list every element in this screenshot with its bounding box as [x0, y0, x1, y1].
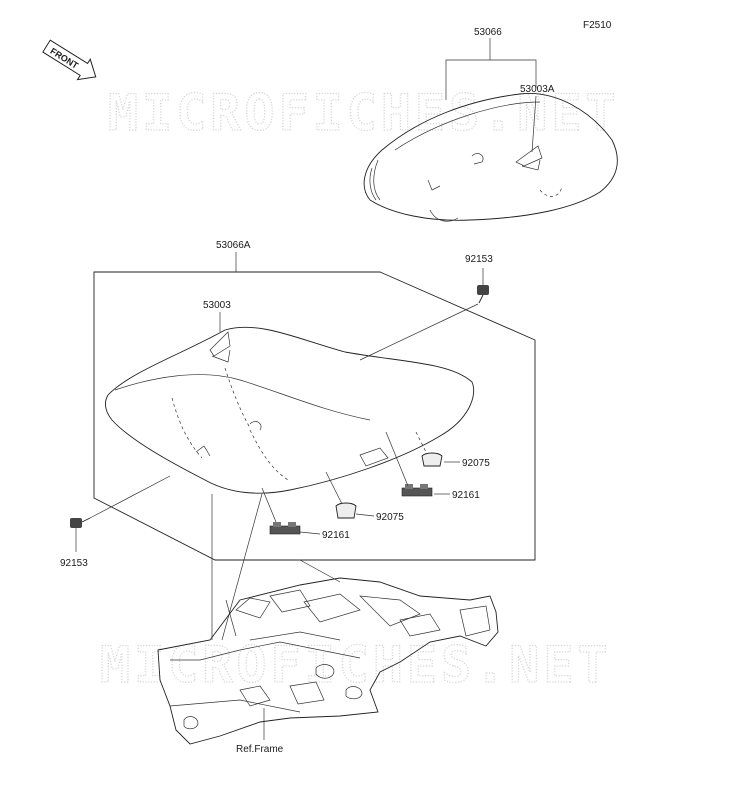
seat-cover-drawing [363, 93, 618, 222]
mount-line-3 [299, 559, 341, 583]
leader-92161-low [299, 531, 321, 535]
bolt-92153-left [70, 517, 91, 528]
part-label-92075-right: 92075 [462, 458, 490, 469]
leader-bolt-to-seat-top [359, 303, 479, 361]
part-label-92153-top: 92153 [465, 254, 493, 265]
part-label-92161-right: 92161 [452, 490, 480, 501]
part-label-53003: 53003 [203, 300, 231, 311]
part-label-53066a: 53066A [216, 240, 251, 251]
line-92161-low [261, 487, 277, 523]
damper-92075-mid [335, 502, 357, 519]
assembly-outline-53066a [93, 271, 536, 561]
dash-92075-right [415, 431, 427, 453]
part-label-53066: 53066 [474, 27, 502, 38]
leader-bolt-to-seat-left [89, 475, 171, 519]
leader-92075-mid [355, 513, 375, 517]
part-label-92075-mid: 92075 [376, 512, 404, 523]
clip-92161-low [269, 522, 301, 535]
watermark-bottom: MICROFICHES.NET [100, 636, 612, 694]
frame-drawing [157, 577, 499, 745]
figure-code: F2510 [583, 20, 612, 31]
part-label-53003a: 53003A [520, 84, 555, 95]
mount-line-2 [221, 493, 263, 641]
leader-53003a [531, 95, 537, 153]
part-label-92161-low: 92161 [322, 530, 350, 541]
part-label-92153-left: 92153 [60, 558, 88, 569]
damper-92075-right [421, 452, 443, 467]
ref-frame-label: Ref.Frame [236, 744, 284, 755]
bracket-53066 [445, 59, 537, 100]
bolt-92153-top [477, 285, 489, 304]
clip-92161-right [401, 484, 433, 497]
line-92161-right [385, 431, 409, 487]
line-92075-mid [325, 471, 343, 505]
front-arrow-icon: FRONT [42, 39, 97, 81]
seat-drawing [104, 326, 475, 494]
